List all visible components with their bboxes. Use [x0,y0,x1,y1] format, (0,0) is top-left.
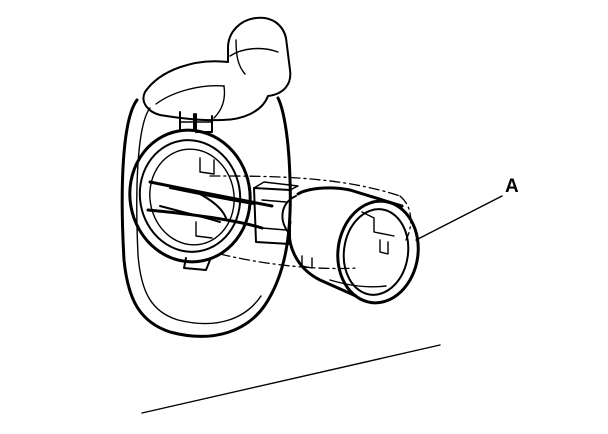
socket-sleeve [281,186,420,305]
wire-harness [146,180,274,230]
socket-housing [128,128,252,271]
dashboard-edge-line [141,344,441,414]
socket-cap [142,16,292,122]
callout-leader [415,195,503,241]
callout-label-a: A [505,176,519,197]
dashboard-panel [120,96,292,338]
